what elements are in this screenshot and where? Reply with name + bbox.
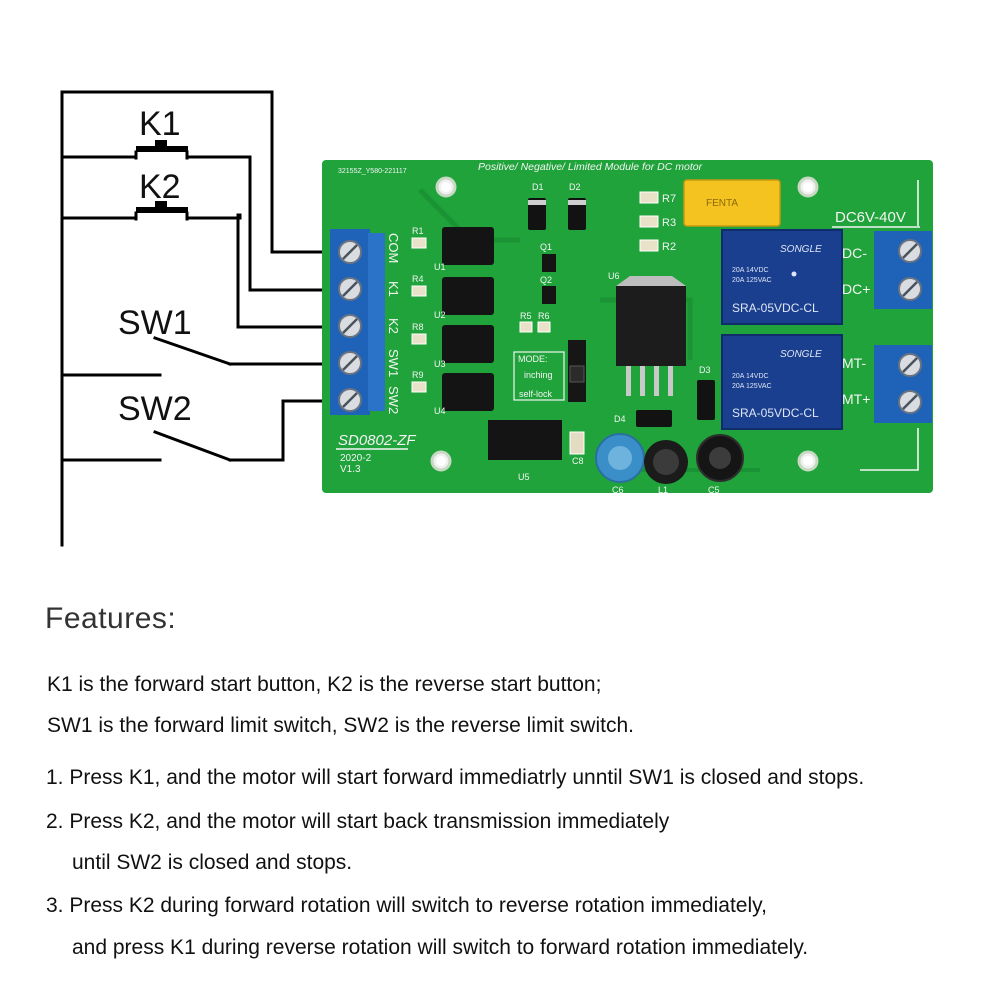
- label-u5: U5: [518, 472, 530, 482]
- diodes-bottom: D3 D4: [614, 365, 715, 427]
- inductor-l1: L1: [644, 440, 688, 495]
- capacitor-c8: C8: [569, 431, 585, 466]
- ic-u5: U5: [488, 420, 562, 482]
- label-r6: R6: [538, 311, 550, 321]
- diodes-top: D1 D2: [528, 182, 586, 230]
- features-item-2: 2. Press K2, and the motor will start ba…: [46, 810, 670, 833]
- label-d3: D3: [699, 365, 711, 375]
- features-intro-1: K1 is the forward start button, K2 is th…: [47, 673, 602, 696]
- board-version: V1.3: [340, 464, 361, 475]
- regulator-u6: U6: [608, 271, 686, 396]
- features-item-3: 3. Press K2 during forward rotation will…: [46, 894, 767, 917]
- board-date: 2020-2: [340, 453, 372, 464]
- label-d4: D4: [614, 414, 626, 424]
- k2-label: K2: [139, 168, 181, 206]
- sw2-label: SW2: [118, 390, 192, 428]
- output-dc-minus: DC-: [842, 245, 867, 261]
- fuse: FENTA: [683, 179, 781, 227]
- relay-bottom-rating-2: 20A 125VAC: [732, 383, 772, 390]
- mode-self-lock: self-lock: [519, 389, 553, 399]
- label-r7: R7: [662, 193, 676, 205]
- wiring-diagram: K1 K2 SW1 SW2 32155Z_Y580-221117 Positiv…: [60, 90, 933, 547]
- terminal-sw2: SW2: [386, 386, 401, 414]
- fuse-label: FENTA: [706, 198, 738, 209]
- resistors-top: R7 R3 R2: [639, 191, 676, 253]
- output-dc-plus: DC+: [842, 281, 870, 297]
- mounting-holes: [430, 176, 819, 472]
- mode-label: MODE:: [518, 354, 548, 364]
- label-r4: R4: [412, 274, 424, 284]
- output-labels: DC- DC+ MT- MT+: [842, 245, 870, 407]
- transistors: Q1 Q2: [540, 242, 556, 304]
- terminal-k1: K1: [386, 281, 401, 297]
- resistors-r5-r6: R5 R6: [519, 311, 551, 333]
- label-u1: U1: [434, 262, 446, 272]
- board-code: 32155Z_Y580-221117: [338, 168, 407, 175]
- label-u4: U4: [434, 406, 446, 416]
- label-u2: U2: [434, 310, 446, 320]
- input-terminal-block: [330, 229, 385, 415]
- input-resistors: R1 R4 R8 R9: [411, 226, 427, 393]
- relay-bottom: SONGLE 20A 14VDC 20A 125VAC SRA-05VDC-CL: [721, 334, 843, 430]
- features-item-1: 1. Press K1, and the motor will start fo…: [46, 766, 865, 789]
- relay-bottom-model: SRA-05VDC-CL: [732, 406, 819, 420]
- features-intro-2: SW1 is the forward limit switch, SW2 is …: [47, 714, 634, 737]
- relay-top: SONGLE 20A 14VDC 20A 125VAC SRA-05VDC-CL: [721, 229, 843, 325]
- label-u3: U3: [434, 359, 446, 369]
- relay-top-model: SRA-05VDC-CL: [732, 301, 819, 315]
- pcb-board: 32155Z_Y580-221117 Positive/ Negative/ L…: [322, 160, 933, 495]
- label-r3: R3: [662, 217, 676, 229]
- output-mt-plus: MT+: [842, 391, 870, 407]
- label-d1: D1: [532, 182, 544, 192]
- features-item-3-cont: and press K1 during reverse rotation wil…: [72, 936, 809, 959]
- label-r5: R5: [520, 311, 532, 321]
- label-q2: Q2: [540, 275, 552, 285]
- terminal-screws: [338, 240, 362, 412]
- capacitor-c6: C6: [595, 433, 645, 495]
- relay-top-rating-2: 20A 125VAC: [732, 277, 772, 284]
- features-item-2-cont: until SW2 is closed and stops.: [72, 851, 353, 874]
- mode-inching: inching: [524, 370, 553, 380]
- label-r8: R8: [412, 322, 424, 332]
- terminal-sw1: SW1: [386, 349, 401, 377]
- button-k1: K1: [134, 105, 189, 160]
- label-r9: R9: [412, 370, 424, 380]
- mode-jumper: MODE: inching self-lock: [513, 340, 586, 402]
- label-c6: C6: [612, 485, 624, 495]
- sw1-label: SW1: [118, 304, 192, 342]
- optocouplers: U1 U2 U3 U4: [434, 227, 494, 416]
- power-terminal-block: [874, 231, 932, 309]
- relay-top-brand: SONGLE: [780, 244, 822, 255]
- features-title: Features:: [45, 602, 177, 635]
- board-model: SD0802-ZF: [338, 432, 416, 449]
- motor-terminal-block: [874, 345, 932, 423]
- board-title: Positive/ Negative/ Limited Module for D…: [478, 161, 703, 173]
- label-d2: D2: [569, 182, 581, 192]
- label-r2: R2: [662, 241, 676, 253]
- relay-top-rating-1: 20A 14VDC: [732, 267, 769, 274]
- label-r1: R1: [412, 226, 424, 236]
- terminal-labels: COM K1 K2 SW1 SW2: [386, 233, 401, 414]
- label-c8: C8: [572, 456, 584, 466]
- board-voltage: DC6V-40V: [835, 209, 906, 226]
- terminal-com: COM: [386, 233, 401, 263]
- relay-bottom-rating-1: 20A 14VDC: [732, 373, 769, 380]
- capacitor-c5: C5: [696, 434, 744, 495]
- label-c5: C5: [708, 485, 720, 495]
- output-mt-minus: MT-: [842, 355, 866, 371]
- label-u6: U6: [608, 271, 620, 281]
- terminal-k2: K2: [386, 318, 401, 334]
- relay-bottom-brand: SONGLE: [780, 349, 822, 360]
- wiring: [60, 90, 337, 547]
- label-l1: L1: [658, 485, 668, 495]
- k1-label: K1: [139, 105, 181, 143]
- button-k2: K2: [134, 168, 189, 221]
- label-q1: Q1: [540, 242, 552, 252]
